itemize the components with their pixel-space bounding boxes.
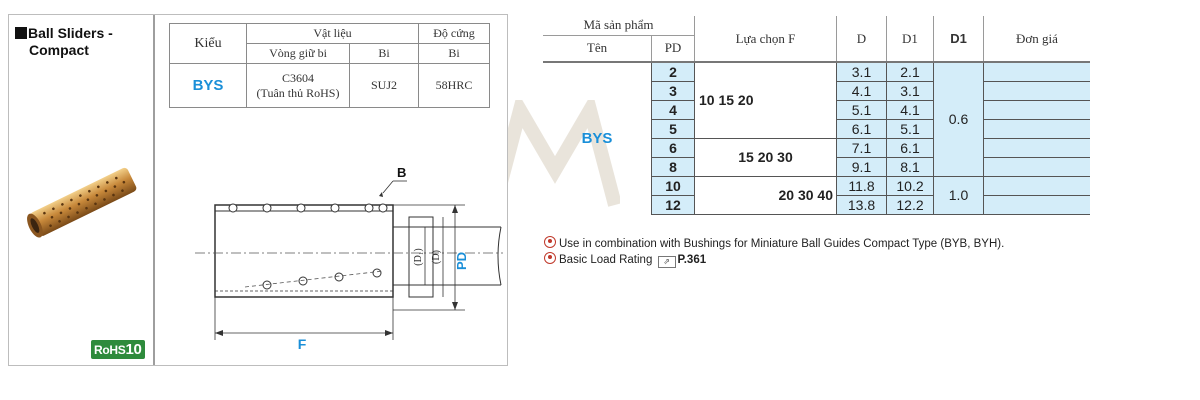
price-cell: [983, 176, 1090, 196]
f-choice-group-1: 10 15 20: [694, 61, 837, 139]
d-cell: 9.1: [836, 156, 887, 177]
price-cell: [983, 195, 1090, 215]
header-d1: D1: [886, 16, 934, 63]
label-d: (D): [431, 250, 442, 264]
title-square-icon: [15, 27, 27, 39]
d1-cell: 3.1: [886, 80, 934, 101]
product-title: Ball Sliders - Compact: [15, 25, 113, 59]
d1-cell: 2.1: [886, 61, 934, 82]
d1-cell: 6.1: [886, 137, 934, 158]
pd-cell: 4: [651, 99, 695, 120]
d1-cell: 10.2: [886, 175, 934, 196]
hardness-ball-header: Bi: [418, 43, 490, 64]
price-cell: [983, 157, 1090, 177]
header-unit-price: Đơn giá: [983, 16, 1090, 63]
d-cell: 13.8: [836, 194, 887, 215]
d1-cell: 12.2: [886, 194, 934, 215]
pd-cell: 2: [651, 61, 695, 82]
f-choice-group-2: 15 20 30: [694, 137, 837, 177]
header-f-choice: Lựa chọn F: [694, 16, 837, 63]
f-choice-group-3: 20 30 40: [694, 175, 837, 215]
d1-group-2: 1.0: [933, 175, 984, 215]
type-header: Kiểu: [169, 23, 247, 64]
pd-cell: 12: [651, 194, 695, 215]
d-cell: 5.1: [836, 99, 887, 120]
note-combination: Use in combination with Bushings for Min…: [544, 236, 1004, 252]
catalog-panel: Ball Sliders - Compact: [8, 14, 508, 366]
label-b: B: [397, 165, 406, 180]
header-d1-bold: D1: [933, 16, 984, 63]
d-cell: 3.1: [836, 61, 887, 82]
cage-material-line2: (Tuân thủ RoHS): [256, 85, 340, 100]
d-cell: 6.1: [836, 118, 887, 139]
price-cell: [983, 119, 1090, 139]
header-d: D: [836, 16, 887, 63]
header-pd: PD: [651, 35, 695, 63]
header-name: Tên: [543, 35, 652, 63]
label-pd: PD: [454, 252, 469, 270]
rohs-number: 10: [125, 341, 142, 358]
rohs-badge: RoHS10: [91, 340, 145, 359]
title-line1: Ball Sliders -: [28, 25, 113, 41]
ball-slider-image: [23, 161, 143, 246]
pd-cell: 3: [651, 80, 695, 101]
page-ref-link[interactable]: P.361: [677, 254, 707, 266]
header-product-code: Mã sản phẩm: [543, 16, 695, 36]
d-cell: 4.1: [836, 80, 887, 101]
rohs-label: RoHS: [94, 343, 126, 357]
title-line2: Compact: [29, 42, 89, 58]
technical-drawing: B F PD (D) (D₁): [155, 135, 509, 360]
d1-group-1: 0.6: [933, 61, 984, 177]
cage-material-line1: C3604: [281, 70, 314, 85]
price-cell: [983, 81, 1090, 101]
price-cell: [983, 100, 1090, 120]
notes: Use in combination with Bushings for Min…: [544, 236, 1004, 268]
d1-cell: 8.1: [886, 156, 934, 177]
type-value: BYS: [169, 63, 247, 108]
pd-cell: 10: [651, 175, 695, 196]
pd-cell: 5: [651, 118, 695, 139]
product-size-table: Mã sản phẩm Lựa chọn F D D1 D1 Đơn giá T…: [543, 16, 1090, 215]
pd-cell: 6: [651, 137, 695, 158]
price-cell: [983, 62, 1090, 82]
page-ref-icon: ⇗: [657, 256, 676, 268]
label-d1: (D₁): [413, 248, 424, 265]
product-strip: Ball Sliders - Compact: [9, 15, 155, 365]
note-icon: [544, 236, 556, 248]
note2-text: Basic Load Rating: [559, 254, 653, 266]
spec-table: Kiểu Vật liệu Độ cứng Vòng giữ bi Bi Bi …: [169, 23, 490, 108]
type-name-cell: BYS: [543, 62, 652, 214]
note-load-rating: Basic Load Rating ⇗P.361: [544, 252, 1004, 268]
hardness-header: Độ cứng: [418, 23, 490, 44]
material-header: Vật liệu: [246, 23, 419, 44]
cage-header: Vòng giữ bi: [246, 43, 350, 64]
ball-header: Bi: [349, 43, 419, 64]
d1-cell: 4.1: [886, 99, 934, 120]
label-f: F: [298, 336, 307, 352]
hardness-value: 58HRC: [418, 63, 490, 108]
cage-material: C3604 (Tuân thủ RoHS): [246, 63, 350, 108]
d1-cell: 5.1: [886, 118, 934, 139]
note1-text: Use in combination with Bushings for Min…: [559, 238, 1005, 250]
d-cell: 7.1: [836, 137, 887, 158]
price-cell: [983, 138, 1090, 158]
note-icon: [544, 252, 556, 264]
ball-material: SUJ2: [349, 63, 419, 108]
pd-cell: 8: [651, 156, 695, 177]
d-cell: 11.8: [836, 175, 887, 196]
